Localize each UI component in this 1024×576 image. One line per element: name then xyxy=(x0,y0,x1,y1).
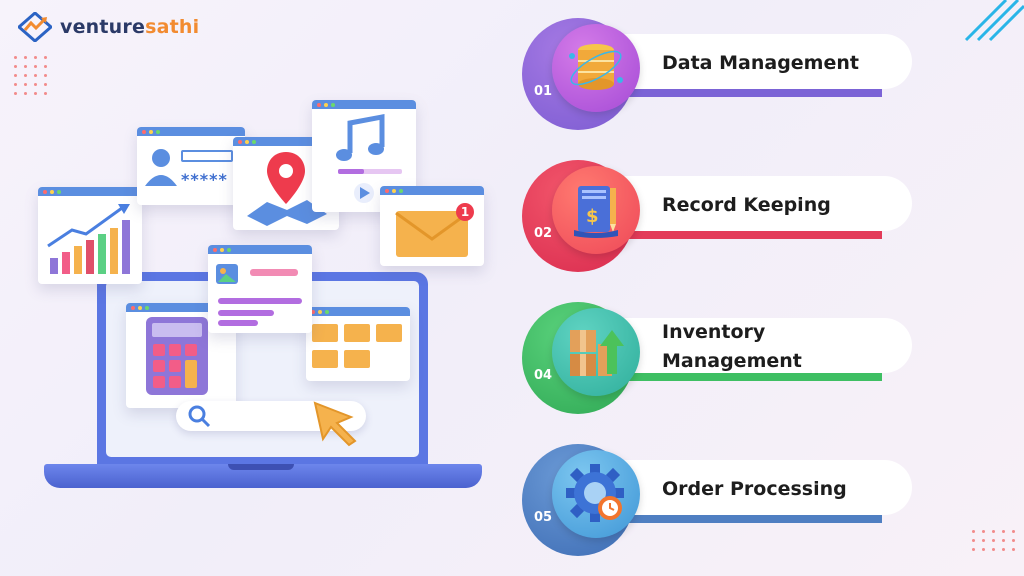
list-item-inventory-management: 04 Inventory Management xyxy=(522,302,912,414)
decorative-stripes xyxy=(964,0,1024,42)
notification-count: 1 xyxy=(460,205,470,219)
item-label: Record Keeping xyxy=(662,193,831,216)
list-item-record-keeping: $ 02 Record Keeping xyxy=(522,160,912,272)
user-icon xyxy=(145,149,177,186)
ledger-icon: $ xyxy=(574,186,618,238)
item-number: 02 xyxy=(534,226,553,241)
item-label: Data Management xyxy=(662,51,859,74)
username-field xyxy=(181,150,233,162)
icon-disc xyxy=(552,24,640,112)
item-number: 05 xyxy=(534,510,553,525)
icon-disc xyxy=(552,450,640,538)
brand-name: venturesathi xyxy=(60,16,199,38)
svg-text:$: $ xyxy=(586,206,599,227)
item-number: 01 xyxy=(534,84,553,99)
cursor-icon xyxy=(313,401,357,447)
decorative-dots-left xyxy=(14,56,47,95)
mail-window: 1 xyxy=(380,186,484,266)
content-window xyxy=(208,245,312,333)
brand-name-part2: sathi xyxy=(145,16,200,38)
item-label: Order Processing xyxy=(662,477,847,500)
laptop-notch xyxy=(228,464,294,470)
password-field: ***** xyxy=(181,170,228,189)
brand-name-part1: venture xyxy=(60,16,146,38)
music-note-icon xyxy=(336,113,402,203)
login-window: ***** xyxy=(137,127,245,205)
database-icon xyxy=(569,44,623,90)
boxes-icon xyxy=(570,330,624,376)
icon-disc xyxy=(552,308,640,396)
gear-clock-icon xyxy=(566,464,624,522)
envelope-icon xyxy=(395,211,469,257)
venturesathi-logo-icon xyxy=(18,12,52,42)
location-pin-icon xyxy=(247,152,327,226)
folder-grid-icon xyxy=(312,324,402,368)
item-label: Inventory Management xyxy=(662,321,802,372)
decorative-dots-right xyxy=(972,530,1015,551)
image-icon xyxy=(216,264,302,326)
growth-chart-icon xyxy=(47,204,130,274)
item-number: 04 xyxy=(534,368,553,383)
icon-disc: $ xyxy=(552,166,640,254)
list-item-order-processing: 05 Order Processing xyxy=(522,444,912,556)
list-item-data-management: 01 Data Management xyxy=(522,18,912,130)
chart-window xyxy=(38,187,142,284)
notification-badge: 1 xyxy=(456,203,474,221)
brand-logo: venturesathi xyxy=(18,12,199,42)
calculator-icon xyxy=(146,317,208,395)
folders-window xyxy=(306,307,410,381)
search-icon xyxy=(188,405,211,428)
